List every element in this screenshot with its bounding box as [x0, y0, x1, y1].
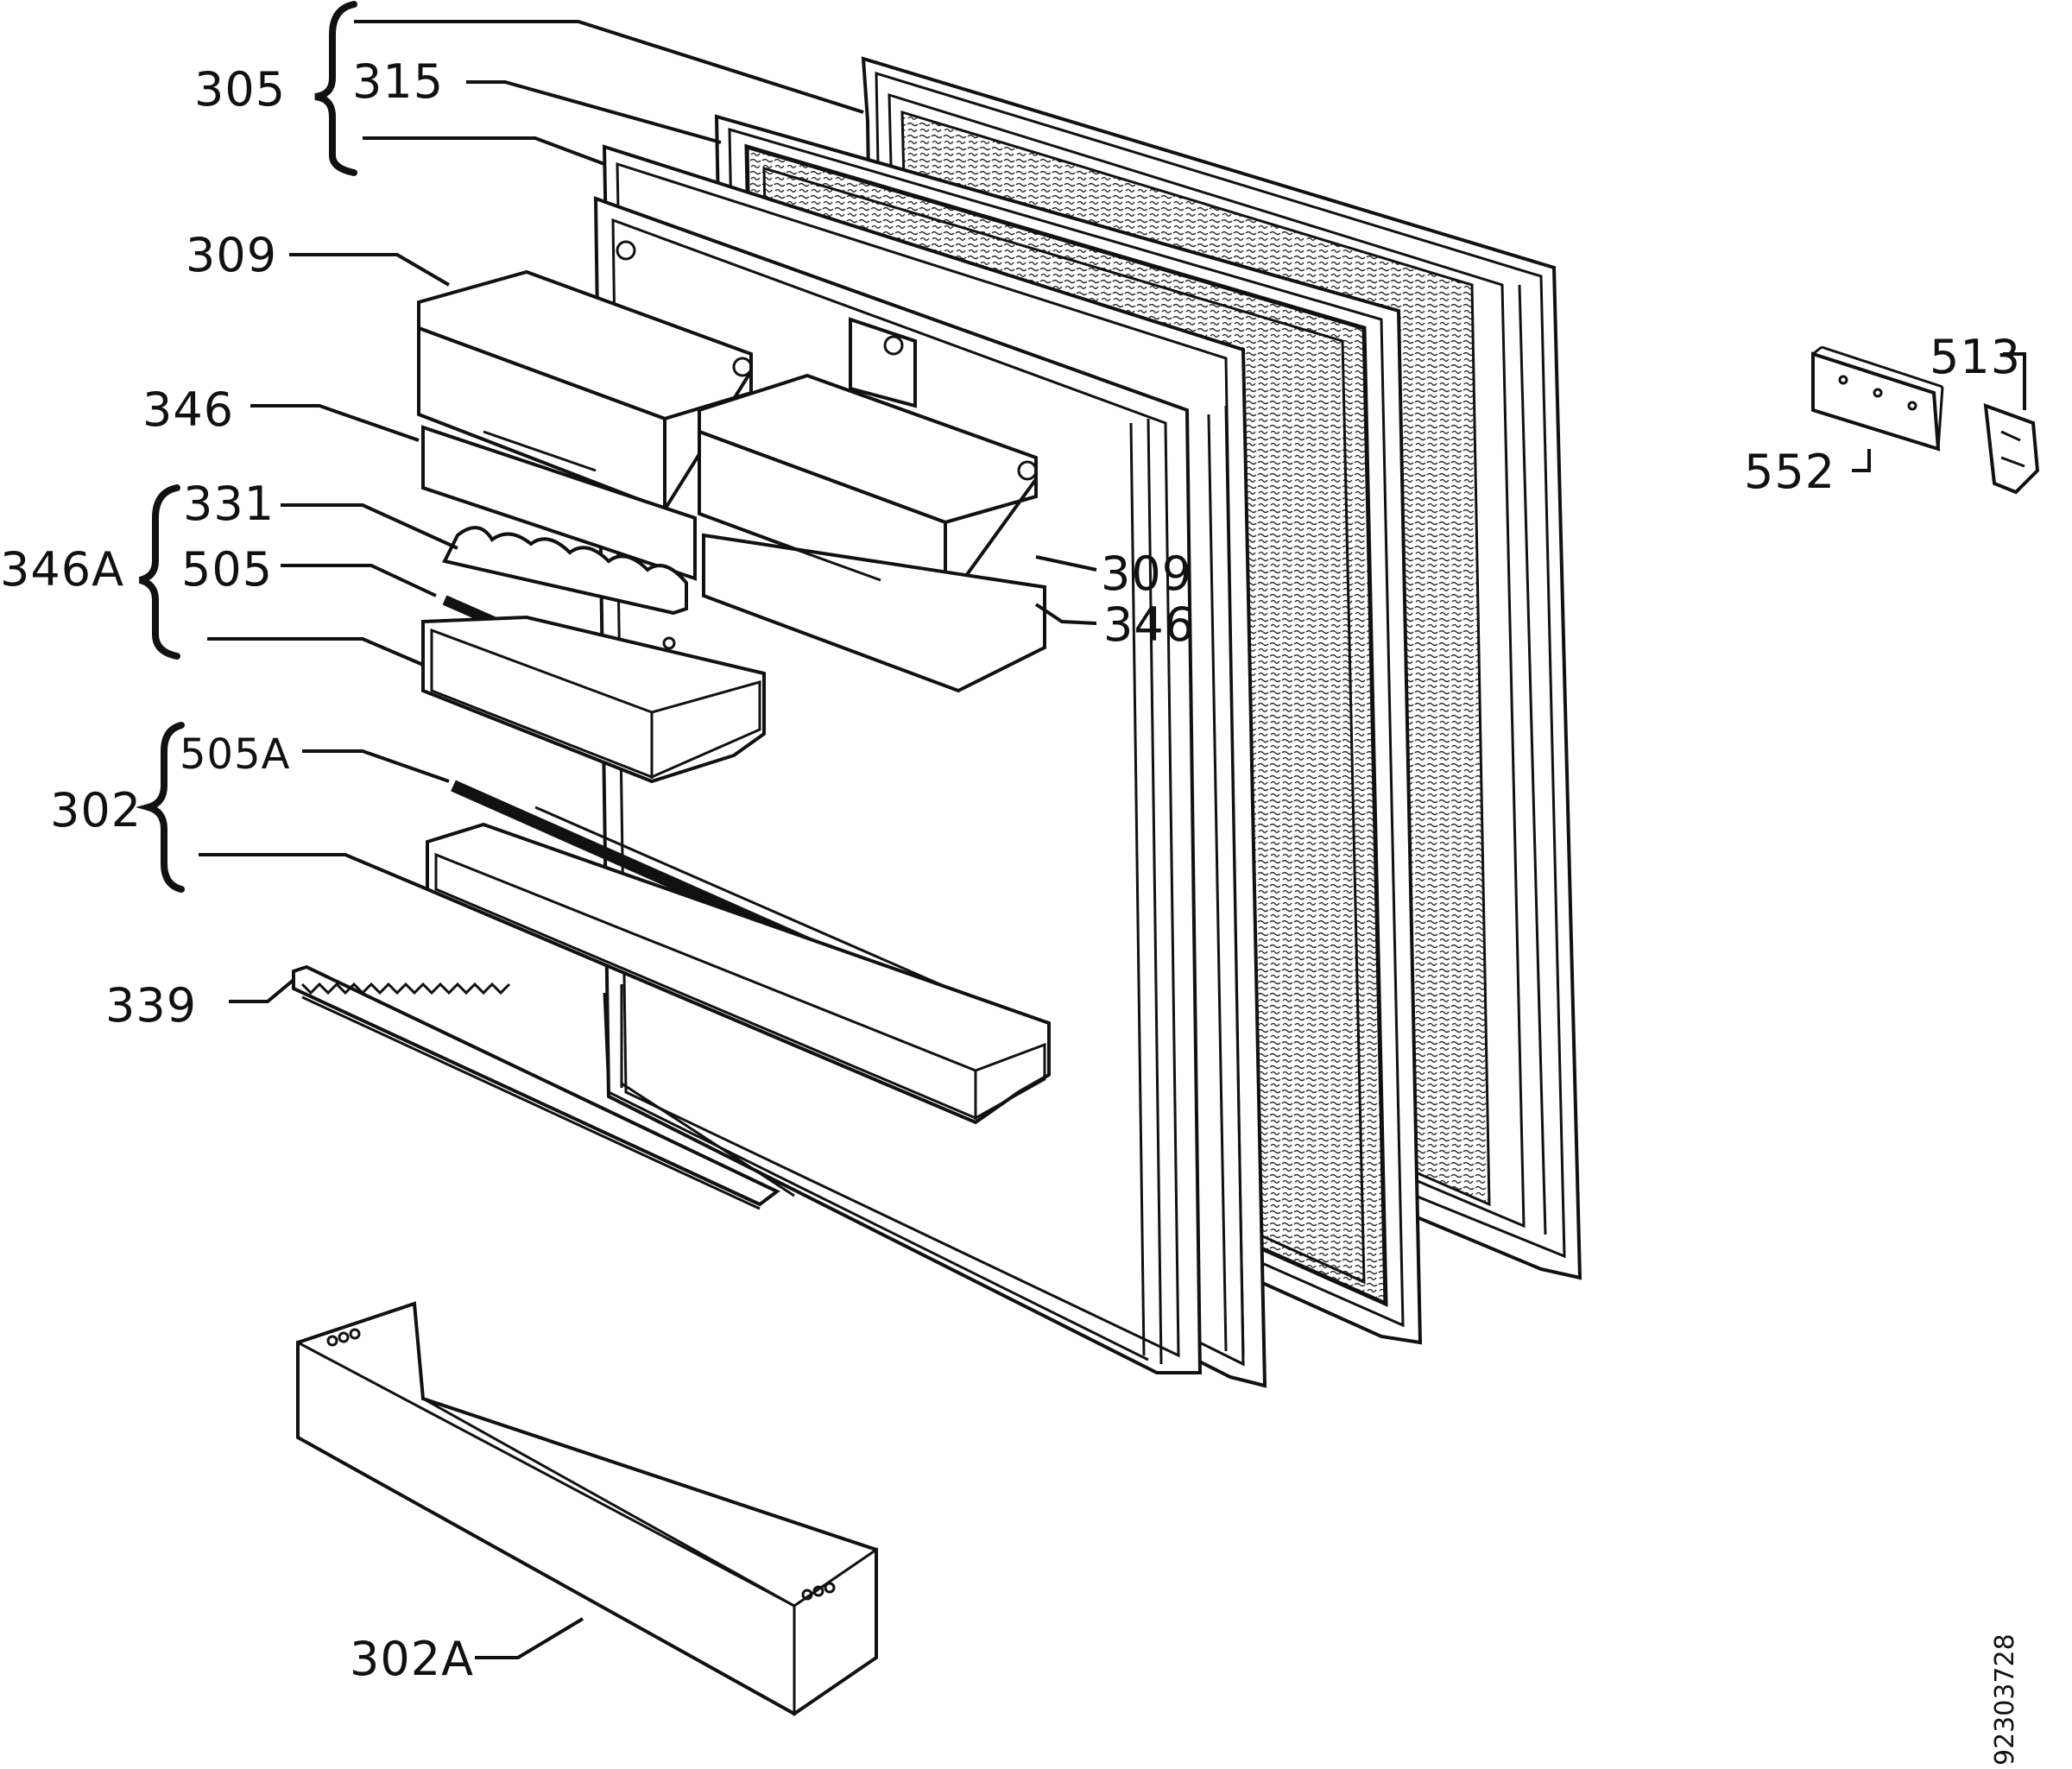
label-552: 552	[1744, 445, 1835, 499]
leader-lines	[199, 20, 2026, 1659]
hinge-plate	[1811, 345, 1944, 452]
retaining-rail	[292, 964, 780, 1210]
label-309-right: 309	[1101, 546, 1192, 601]
label-302A: 302A	[350, 1632, 474, 1686]
label-346A: 346A	[0, 542, 124, 597]
small-door-shelf	[421, 595, 766, 784]
butter-compartment-left	[417, 269, 753, 581]
label-309-left: 309	[186, 228, 277, 282]
label-331: 331	[183, 477, 275, 531]
egg-tray	[442, 526, 688, 650]
hinge-bracket	[1983, 403, 2040, 495]
label-302: 302	[50, 783, 142, 837]
label-305: 305	[194, 62, 286, 117]
brace-346A	[138, 484, 180, 660]
butter-compartment-right	[698, 373, 1046, 693]
label-346-right: 346	[1103, 597, 1195, 652]
bottle-shelf	[296, 1301, 878, 1716]
brace-305	[314, 1, 357, 176]
label-346-left: 346	[142, 382, 234, 437]
large-door-shelf	[426, 780, 1051, 1125]
drawing-code: 92303728	[1990, 1633, 2020, 1766]
label-513: 513	[1930, 330, 2021, 384]
label-505A: 505A	[180, 730, 290, 779]
brace-302	[136, 722, 185, 893]
label-505: 505	[181, 542, 273, 597]
label-339: 339	[105, 978, 197, 1033]
label-315: 315	[352, 54, 444, 109]
